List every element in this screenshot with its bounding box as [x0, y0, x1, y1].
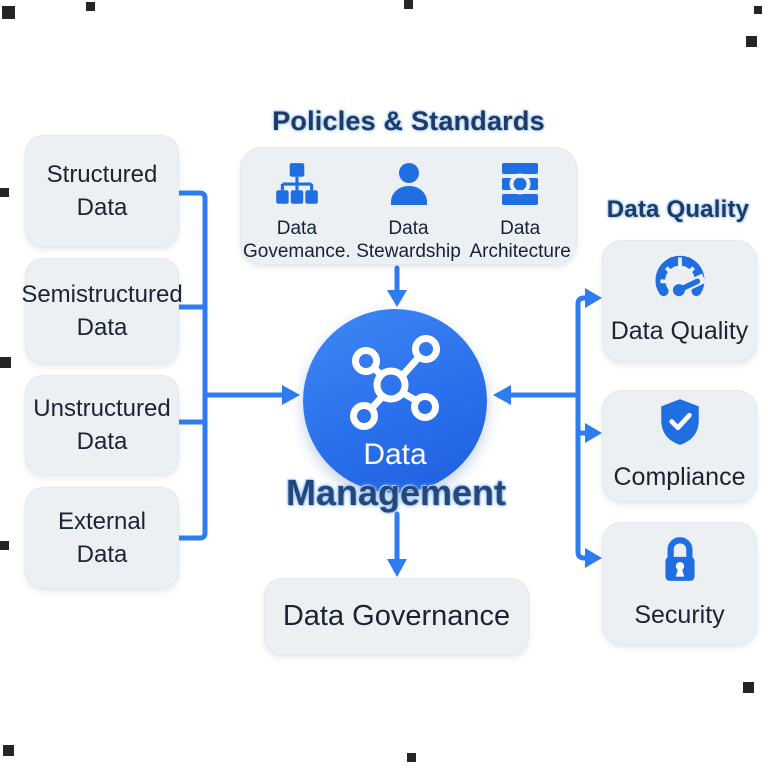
policy-item-label: Data Stewardship — [356, 218, 461, 262]
policies-standards-heading: Policles & Standards — [272, 106, 545, 136]
source-box-unstructured: Unstructured Data — [25, 375, 179, 475]
arrowhead-into-hub-top — [387, 290, 407, 307]
data-governance-box: Data Governance — [264, 578, 529, 655]
left-trunk-line — [174, 190, 208, 541]
shield-check-icon — [657, 397, 703, 452]
source-label: Unstructured Data — [33, 394, 171, 455]
artifact-square — [754, 6, 762, 14]
hub-label-line1: Data — [363, 438, 427, 471]
artifact-square — [743, 682, 754, 693]
gauge-icon — [651, 253, 709, 306]
policy-item-label: Data Govemance. — [242, 218, 351, 262]
artifact-square — [0, 357, 11, 368]
source-box-structured: Structured Data — [25, 135, 179, 247]
arrowhead-into-security — [585, 548, 602, 568]
governance-label: Data Governance — [282, 600, 511, 633]
artifact-square — [3, 745, 14, 756]
quality-box-security: Security — [602, 522, 757, 645]
quality-box-compliance: Compliance — [602, 390, 757, 502]
person-icon — [384, 161, 434, 212]
data-quality-heading: Data Quality — [606, 196, 750, 223]
source-label: Structured Data — [46, 160, 158, 221]
policy-item-architecture: Data Architecture — [464, 161, 576, 264]
quality-box-label: Security — [634, 600, 725, 629]
org-chart-icon — [272, 161, 322, 212]
hub-label-line2: Management — [285, 472, 507, 513]
source-label: Semistructured Data — [21, 280, 183, 341]
policies-standards-panel: Data Govemance. Data Stewardship — [240, 147, 577, 265]
artifact-square — [746, 36, 757, 47]
policy-item-stewardship: Data Stewardship — [353, 161, 465, 264]
arrowhead-into-hub-right — [493, 385, 511, 405]
artifact-square — [86, 2, 95, 11]
policy-item-label: Data Architecture — [469, 218, 571, 262]
quality-box-label: Compliance — [613, 463, 746, 492]
right-trunk-up — [575, 295, 589, 398]
database-stack-icon — [495, 161, 545, 212]
policy-item-governance: Data Govemance. — [241, 161, 353, 264]
quality-box-label: Data Quality — [610, 317, 749, 346]
lock-icon — [657, 535, 703, 590]
network-nodes-icon — [345, 331, 445, 436]
artifact-square — [407, 753, 416, 762]
quality-box-data-quality: Data Quality — [602, 240, 757, 362]
right-trunk-down — [575, 392, 589, 561]
arrowhead-into-quality — [585, 288, 602, 308]
arrowhead-into-hub-left — [282, 385, 300, 405]
artifact-square — [404, 0, 413, 9]
artifact-square — [0, 188, 9, 197]
artifact-square — [0, 541, 9, 550]
source-label: External Data — [57, 507, 147, 568]
source-box-semistructured: Semistructured Data — [21, 258, 183, 364]
source-box-external: External Data — [25, 487, 179, 589]
data-management-hub: Data — [303, 309, 487, 493]
arrowhead-into-compliance — [585, 423, 602, 443]
artifact-square — [2, 6, 15, 19]
arrowhead-into-bottom-box — [387, 559, 407, 577]
